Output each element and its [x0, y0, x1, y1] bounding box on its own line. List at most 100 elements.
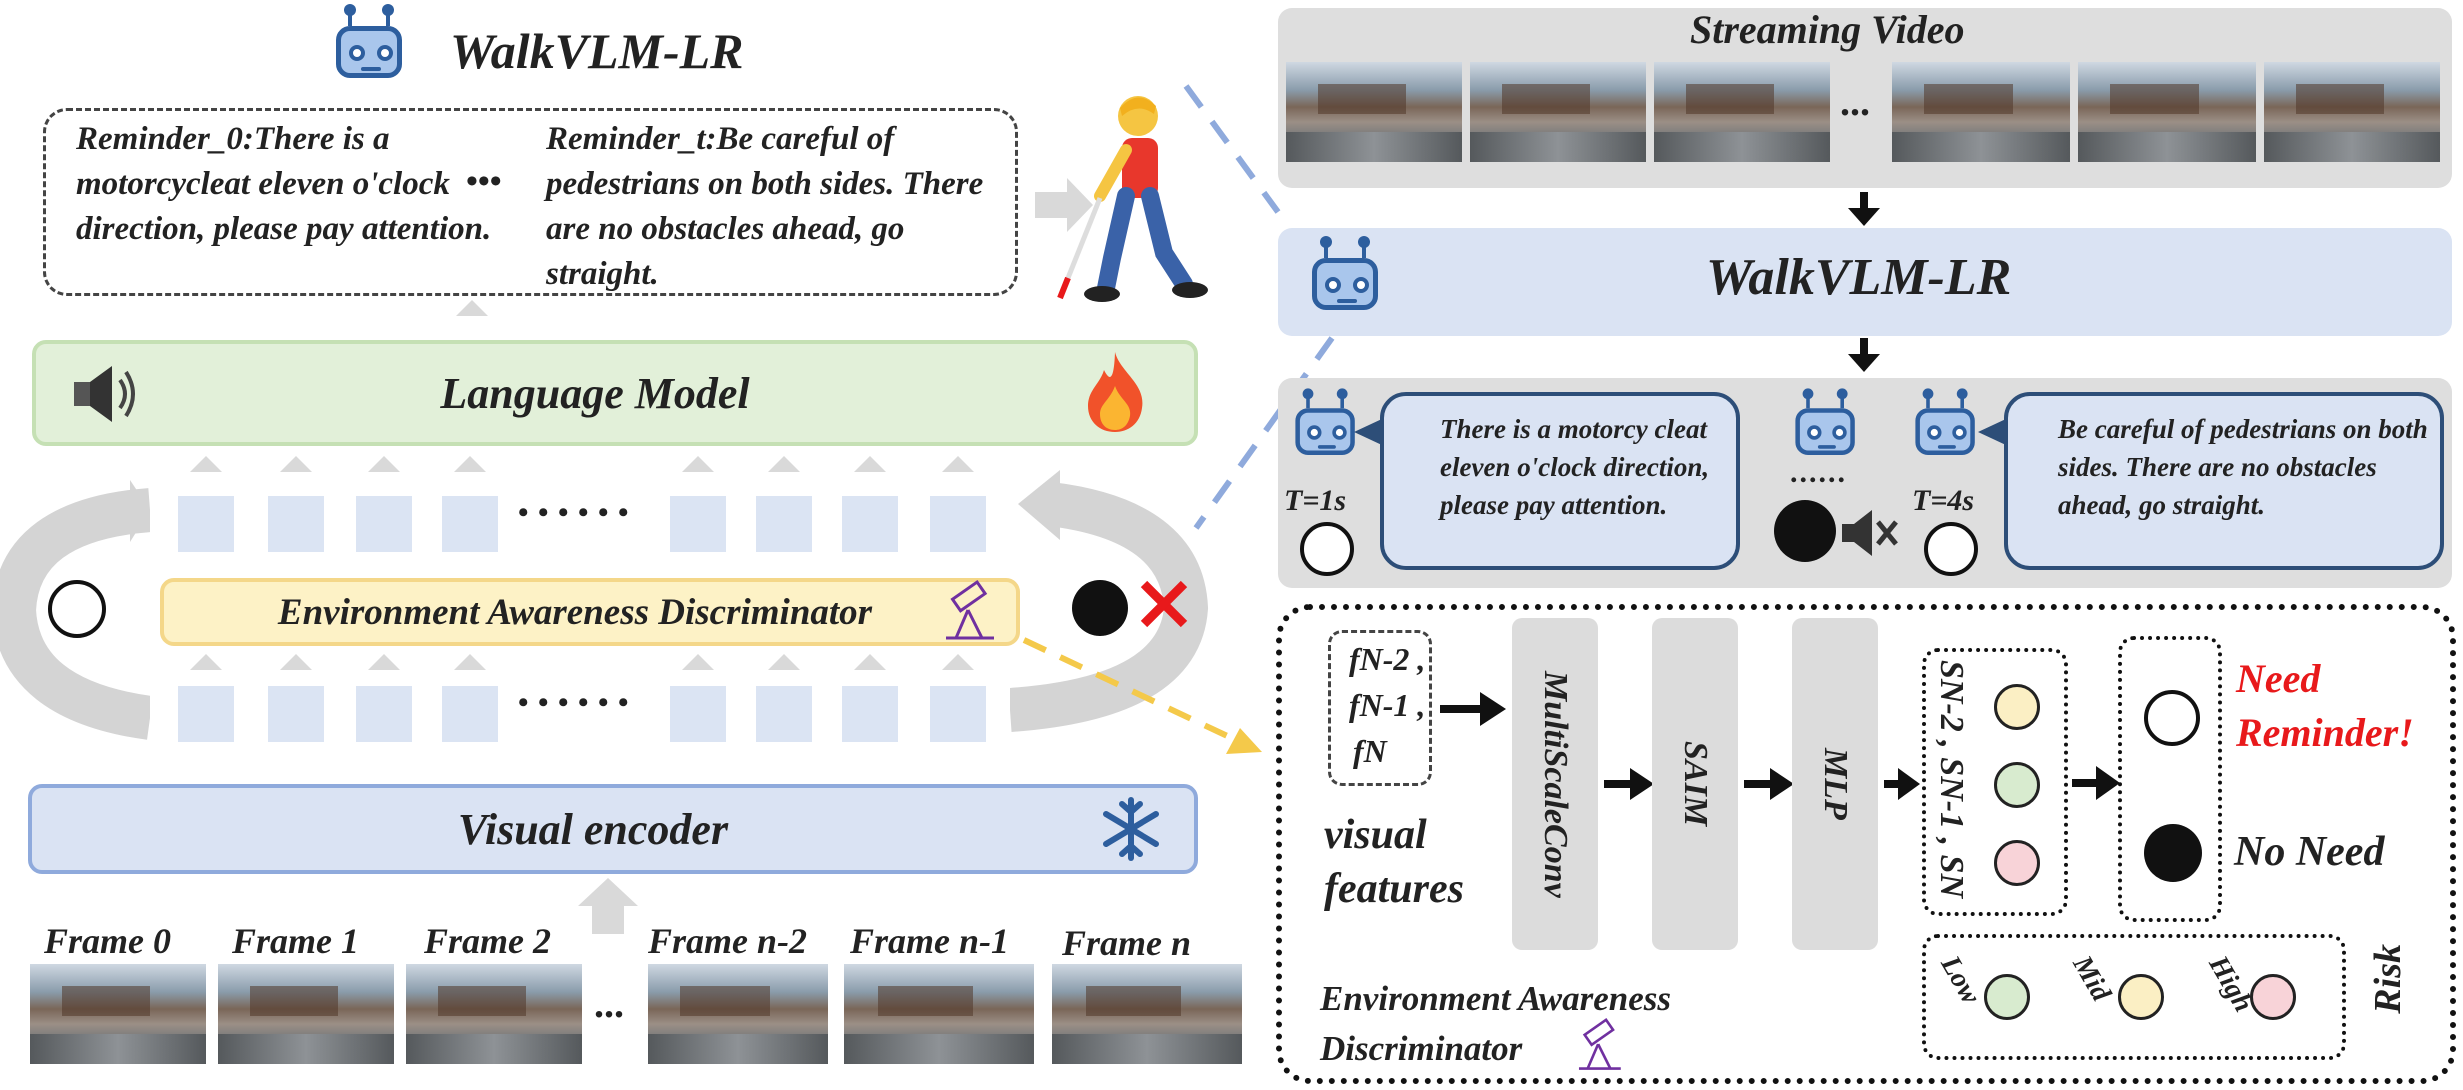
multiscaleconv-label: MultiScaleConv: [1537, 670, 1574, 898]
lower-arrow: [368, 654, 400, 670]
no-need-label: No Need: [2234, 829, 2385, 875]
stream-ellipsis: ...: [1840, 79, 1870, 124]
feature-f1: fN-2 ,: [1349, 641, 1426, 677]
frames-to-encoder-arrow: [578, 878, 638, 934]
frame-image-n-2: [648, 964, 828, 1064]
need-reminder-label: Need Reminder!: [2236, 656, 2414, 755]
telescope-icon-detail: [1578, 1018, 1621, 1070]
feature-box: fN-2 , fN-1 , fN: [1328, 630, 1432, 786]
upper-arrow: [280, 456, 312, 472]
ead-bar: Environment Awareness Discriminator: [160, 578, 1020, 646]
reminder-first: Reminder_0:There is a motorcycleat eleve…: [76, 121, 492, 247]
arrow-features-to-conv: [1440, 692, 1506, 726]
arrow-saim-to-mlp: [1744, 768, 1794, 800]
robot-icon-mid: [1790, 388, 1862, 459]
score-circle-2: [1994, 762, 2040, 808]
timeline-circle-mid: [1774, 500, 1836, 562]
frame-image-n-1: [844, 964, 1034, 1064]
lm-output-arrow: [456, 300, 488, 316]
lower-token: [442, 686, 498, 742]
lower-arrow: [454, 654, 486, 670]
upper-arrow: [682, 456, 714, 472]
arrow-down-1: [1848, 192, 1880, 226]
arrow-scores-to-decision: [2072, 766, 2120, 800]
risk-label: Risk: [2367, 944, 2409, 1014]
cross-icon: [1140, 580, 1188, 628]
risk-mid-label: Mid: [2066, 950, 2117, 1007]
time-label-t1: T=1s: [1284, 484, 1347, 517]
frames-ellipsis: ...: [594, 981, 624, 1026]
upper-arrow: [368, 456, 400, 472]
streaming-video-title: Streaming Video: [1690, 7, 1965, 52]
timeline-mid-dots: ......: [1790, 456, 1847, 489]
scores-label: SN-2 , SN-1 , SN: [1933, 660, 1970, 899]
lower-token: [356, 686, 412, 742]
walkvlm-label: WalkVLM-LR: [1706, 249, 2012, 306]
timeline-circle-t1: [1300, 522, 1354, 576]
speech-bubble-1-text: There is a motorcy cleat eleven o'clock …: [1440, 414, 1710, 520]
stream-frame-2: [1470, 62, 1646, 162]
lower-token: [930, 686, 986, 742]
time-label-t4: T=4s: [1912, 484, 1975, 517]
upper-arrow: [190, 456, 222, 472]
reminder-ellipsis: •••: [466, 163, 502, 200]
upper-token: [842, 496, 898, 552]
mlp-label: MLP: [1817, 748, 1854, 820]
risk-low-circle: [1984, 974, 2030, 1020]
lower-token: [670, 686, 726, 742]
feature-f2: fN-1 ,: [1349, 687, 1426, 723]
upper-token: [356, 496, 412, 552]
frame-label-n-1: Frame n-1: [850, 921, 1010, 961]
blind-walker-icon: [1057, 96, 1208, 302]
reminder-circle: [1072, 580, 1128, 636]
lower-arrow: [768, 654, 800, 670]
upper-arrow: [454, 456, 486, 472]
left-title: WalkVLM-LR: [450, 23, 744, 79]
score-circle-3: [1994, 840, 2040, 886]
timeline-circle-t4: [1924, 522, 1978, 576]
lower-arrow: [942, 654, 974, 670]
upper-token: [268, 496, 324, 552]
mlp-block: MLP: [1792, 618, 1878, 950]
frame-image-2: [406, 964, 582, 1064]
reminders-box: Reminder_0:There is a motorcycleat eleve…: [43, 108, 1018, 296]
saim-block: SAIM: [1652, 618, 1738, 950]
multiscaleconv-block: MultiScaleConv: [1512, 618, 1598, 950]
speech-bubble-1: There is a motorcy cleat eleven o'clock …: [1354, 392, 1740, 570]
upper-token: [930, 496, 986, 552]
snowflake-icon: [1103, 797, 1159, 861]
arrow-to-walker: [1035, 178, 1093, 232]
upper-arrow: [942, 456, 974, 472]
ead-bar-label: Environment Awareness Discriminator: [277, 591, 873, 633]
scores-box: SN-2 , SN-1 , SN: [1922, 648, 2068, 916]
right-cycle-arrow: [1010, 470, 1209, 732]
risk-high-circle: [2250, 974, 2296, 1020]
walkvlm-panel: [1278, 228, 2452, 336]
upper-token: [756, 496, 812, 552]
visual-features-label: visual features: [1324, 812, 1464, 912]
lower-token: [842, 686, 898, 742]
robot-icon-t4: [1910, 388, 1982, 459]
upper-token-dots: • • • • • •: [518, 496, 630, 529]
speech-bubble-2: Be careful of pedestrians on both sides.…: [1978, 392, 2444, 570]
decision-box: [2118, 636, 2222, 922]
upper-token: [178, 496, 234, 552]
saim-label: SAIM: [1677, 741, 1714, 827]
frame-label-0: Frame 0: [44, 921, 172, 961]
risk-box: Low Mid High: [1922, 934, 2346, 1060]
frame-image-0: [30, 964, 206, 1064]
visual-encoder-box: Visual encoder: [28, 784, 1198, 874]
arrow-mlp-to-scores: [1884, 768, 1920, 800]
risk-mid-circle: [2118, 974, 2164, 1020]
ead-detail-label: Environment Awareness Discriminator: [1320, 979, 1672, 1068]
no-need-circle: [2144, 824, 2202, 882]
lower-arrow: [280, 654, 312, 670]
fire-icon: [1088, 352, 1143, 432]
need-reminder-circle: [2144, 690, 2200, 746]
frame-image-1: [218, 964, 394, 1064]
speech-bubble-2-text: Be careful of pedestrians on both sides.…: [2058, 414, 2428, 520]
stream-frame-3: [1654, 62, 1830, 162]
lower-arrow: [854, 654, 886, 670]
upper-arrow: [854, 456, 886, 472]
